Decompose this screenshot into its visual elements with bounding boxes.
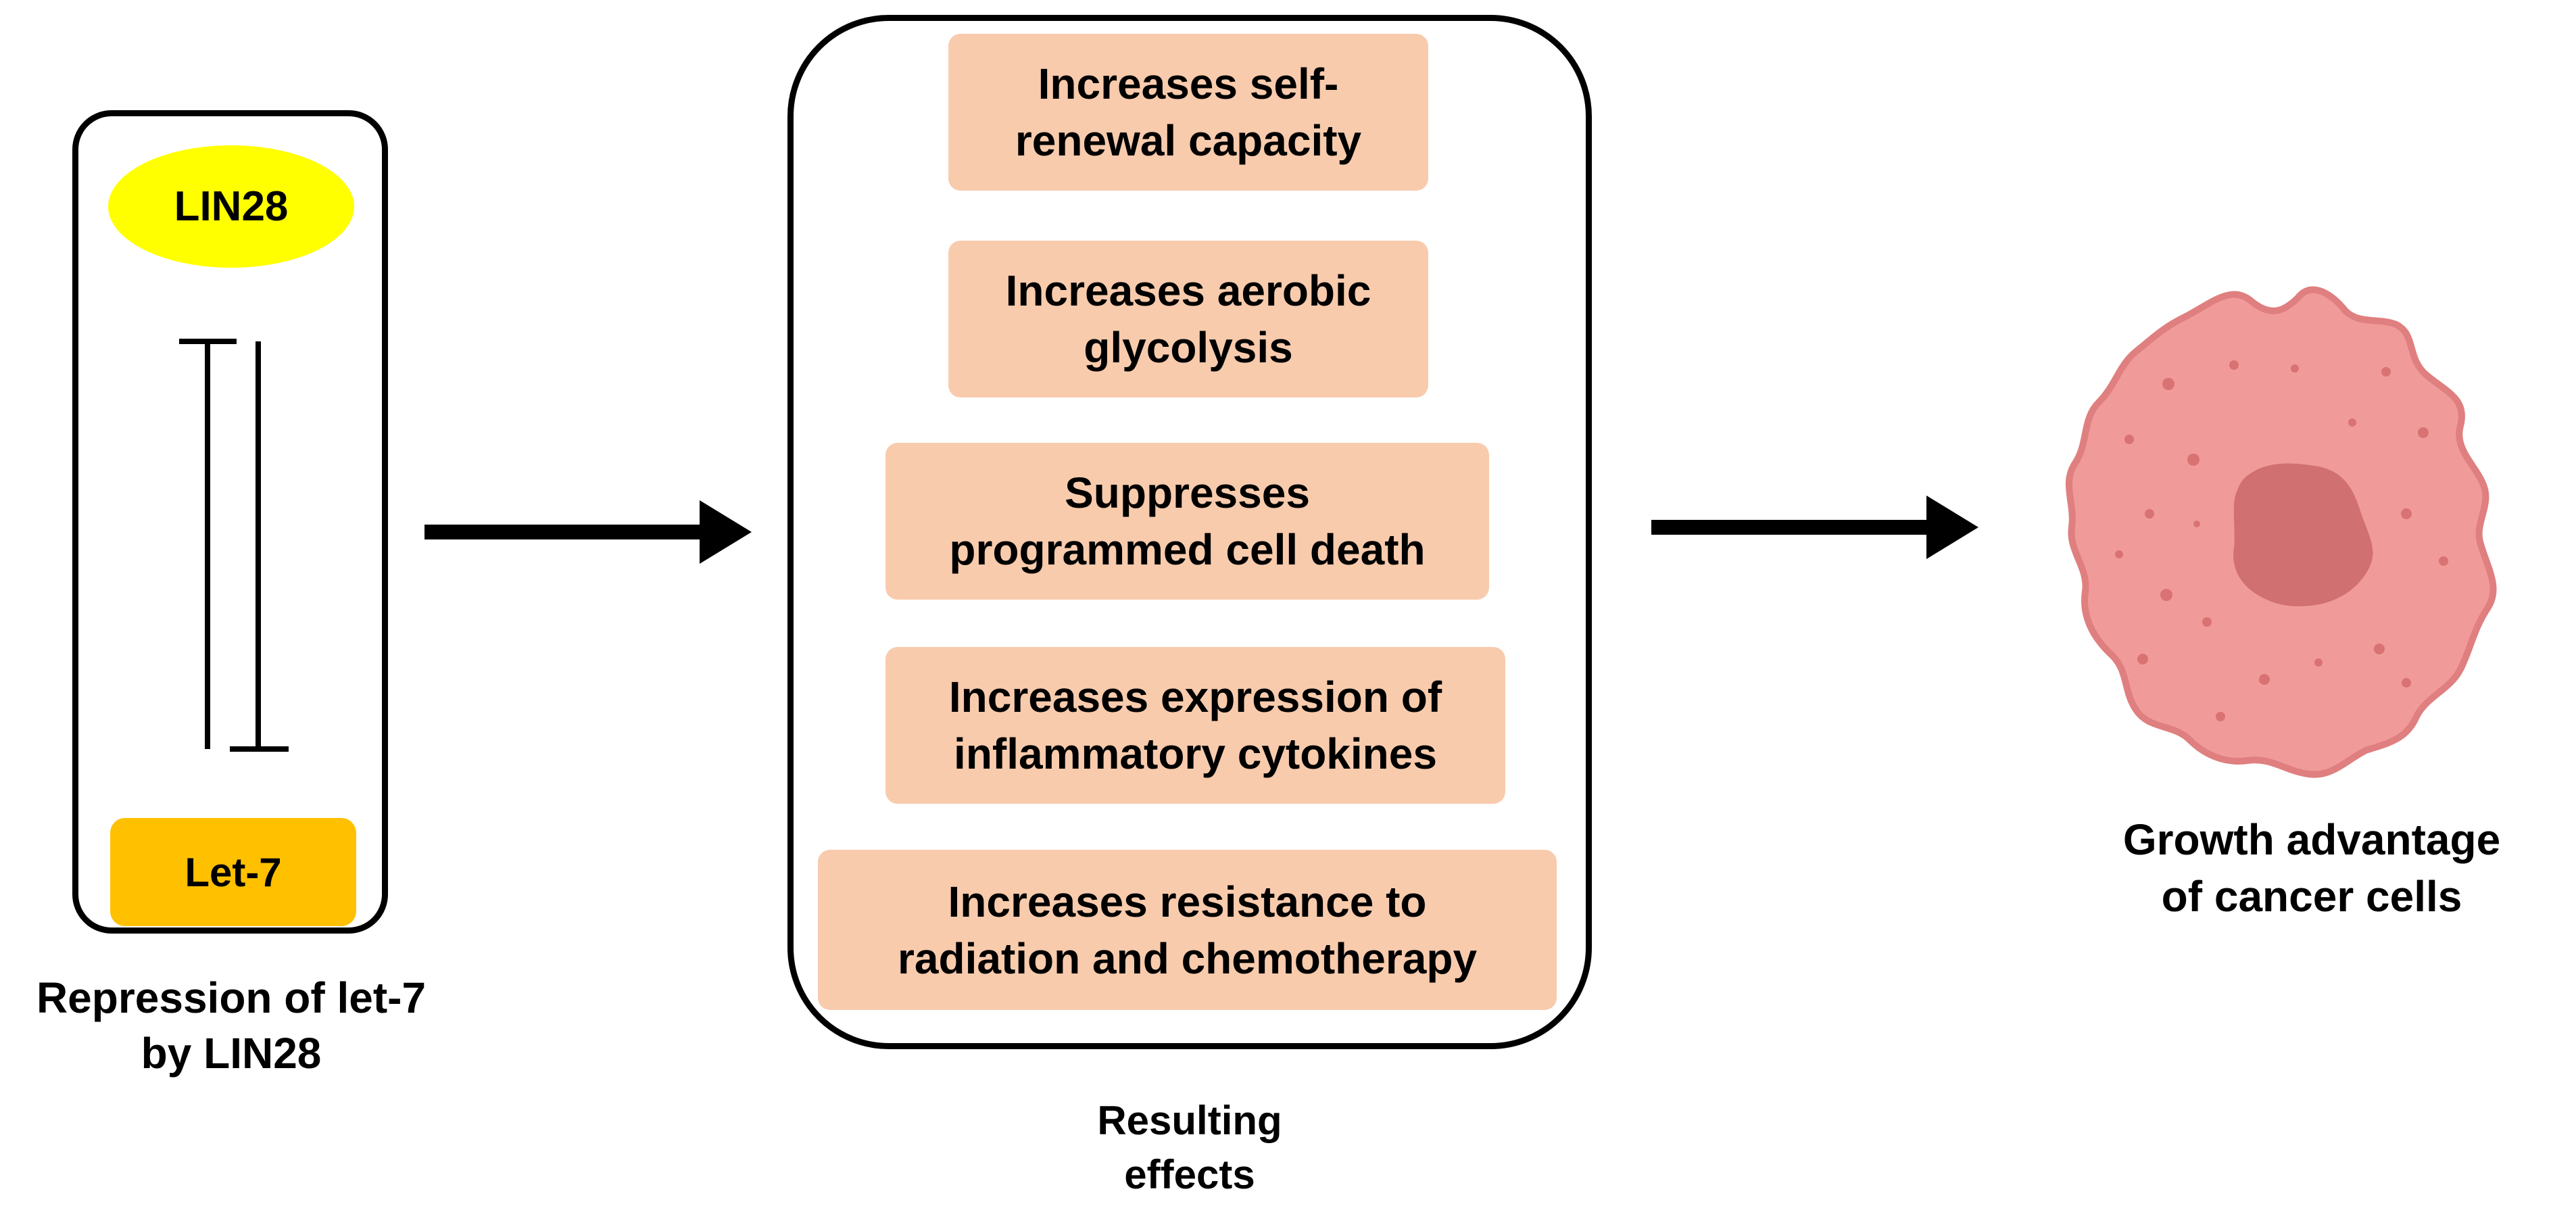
effect-text-line1: Suppresses (1065, 468, 1310, 517)
arrow-right-icon (1651, 496, 1978, 559)
lin28-label: LIN28 (174, 183, 289, 230)
effect-box-cell-death: Suppresses programmed cell death (885, 443, 1489, 600)
repression-caption-line2: by LIN28 (141, 1029, 322, 1078)
effect-text-line2: renewal capacity (1015, 116, 1362, 165)
outcome-caption: Growth advantage of cancer cells (2048, 811, 2575, 925)
outcome-caption-line1: Growth advantage (2122, 815, 2501, 864)
arrow-right-icon (424, 500, 752, 564)
cancer-cell-icon (2065, 286, 2497, 778)
effect-box-resistance: Increases resistance to radiation and ch… (818, 850, 1557, 1010)
let7-label: Let-7 (185, 849, 282, 895)
repression-caption: Repression of let-7 by LIN28 (0, 970, 462, 1081)
effect-box-self-renewal: Increases self- renewal capacity (948, 34, 1428, 191)
effect-box-glycolysis: Increases aerobic glycolysis (948, 241, 1428, 397)
outcome-caption-line2: of cancer cells (2161, 872, 2462, 921)
inhibition-let7-on-lin28-icon (179, 339, 237, 749)
repression-caption-line1: Repression of let-7 (36, 973, 427, 1022)
effect-text-line2: radiation and chemotherapy (897, 934, 1478, 983)
effects-caption-line2: effects (1124, 1152, 1255, 1197)
effect-text-line2: inflammatory cytokines (954, 729, 1437, 778)
effect-text-line1: Increases self- (1038, 59, 1339, 108)
effects-caption-line1: Resulting (1097, 1098, 1282, 1143)
effect-text-line2: programmed cell death (949, 525, 1426, 574)
effects-caption: Resulting effects (960, 1094, 1419, 1202)
effect-box-cytokines: Increases expression of inflammatory cyt… (885, 647, 1505, 804)
let7-node: Let-7 (110, 818, 356, 926)
nucleus-icon (2233, 463, 2373, 606)
inhibition-lin28-on-let7-icon (230, 341, 289, 752)
effect-text-line1: Increases resistance to (948, 877, 1427, 926)
effect-text-line2: glycolysis (1084, 323, 1293, 372)
effect-text-line1: Increases expression of (948, 673, 1442, 721)
effect-text-line1: Increases aerobic (1005, 266, 1371, 315)
lin28-node: LIN28 (108, 145, 354, 268)
